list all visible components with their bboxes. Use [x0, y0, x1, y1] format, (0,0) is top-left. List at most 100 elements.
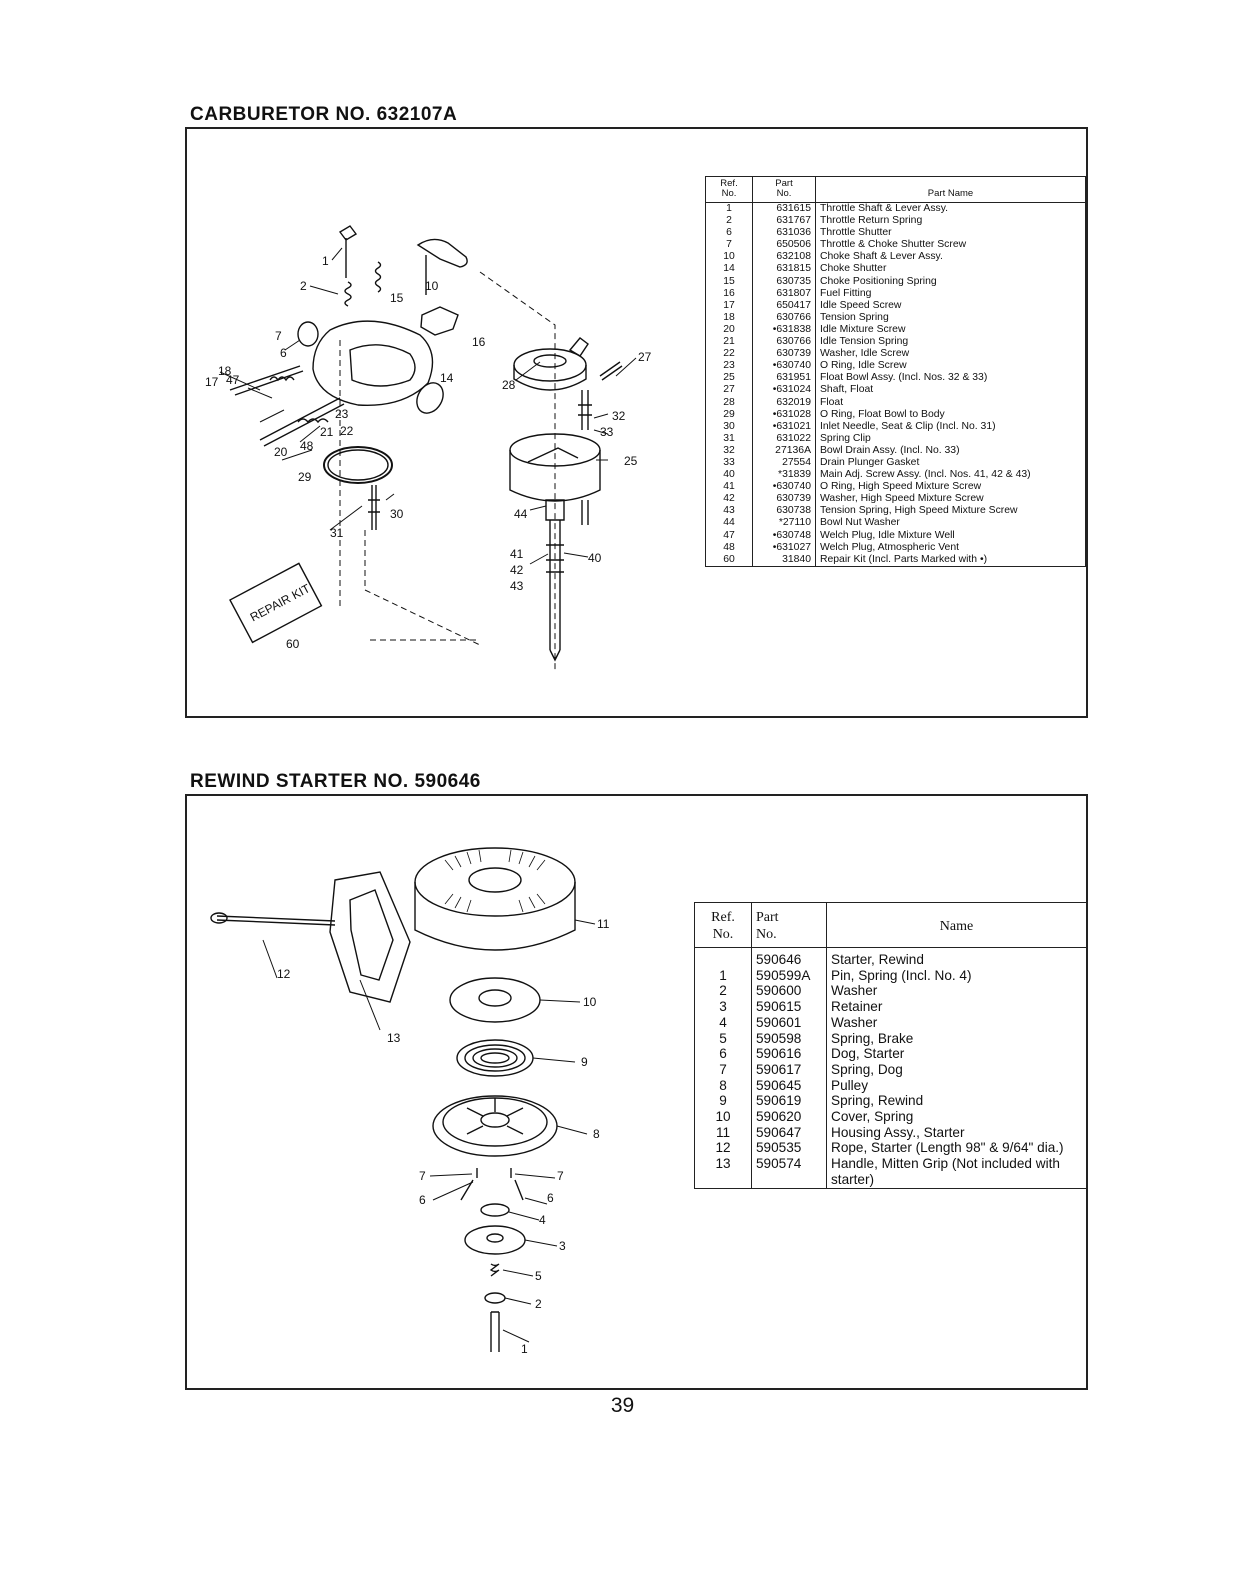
ref-cell: 2 [694, 983, 752, 1000]
callout: 48 [300, 439, 314, 453]
callout: 43 [510, 579, 524, 593]
starter-frame [185, 794, 1088, 1390]
part-name-cell: Pulley [831, 1077, 869, 1093]
ref-cell: 60 [705, 553, 753, 567]
ref-cell: 31 [705, 432, 753, 445]
callout: 5 [535, 1269, 542, 1283]
header-part: Part No. [752, 176, 816, 203]
callout: 25 [624, 454, 638, 468]
ref-cell: 9 [694, 1093, 752, 1110]
part-number-cell: 630766 [752, 311, 816, 324]
part-name-cell: Dog, Starter [831, 1046, 905, 1062]
ref-cell: 13 [694, 1156, 752, 1189]
callout: 10 [583, 995, 597, 1009]
part-name-cell: Housing Assy., Starter [831, 1124, 965, 1140]
callout: 2 [535, 1297, 542, 1311]
part-number-cell: 590647 [751, 1124, 827, 1141]
part-name-cell: Throttle & Choke Shutter Screw [820, 239, 967, 251]
part-name-cell: Spring, Dog [831, 1061, 903, 1077]
part-number-cell: 631615 [752, 202, 816, 216]
ref-cell: 29 [705, 408, 753, 421]
callout: 33 [600, 425, 614, 439]
part-name-cell: Washer, Idle Screw [820, 348, 910, 360]
ref-cell: 43 [705, 505, 753, 518]
part-name-cell: Throttle Return Spring [820, 215, 923, 227]
ref-cell: 1 [694, 967, 752, 984]
callout: 4 [539, 1213, 546, 1227]
ref-cell: 12 [694, 1140, 752, 1157]
table-row: 40*31839 Main Adj. Screw Assy. (Incl. Nos… [705, 469, 1086, 482]
callout: 6 [419, 1193, 426, 1207]
part-number-cell: 631815 [752, 263, 816, 276]
part-number-cell: 590535 [751, 1140, 827, 1157]
part-number-cell: *31839 [752, 469, 816, 482]
carburetor-frame [185, 127, 1088, 718]
ref-cell: 7 [705, 239, 753, 252]
part-number-cell: 650417 [752, 299, 816, 312]
ref-cell: 6 [694, 1046, 752, 1062]
part-number-cell: 631767 [752, 215, 816, 228]
part-name-cell: Tension Spring, High Speed Mixture Screw [820, 505, 1018, 517]
ref-cell: 8 [694, 1077, 752, 1094]
callout: 3 [559, 1239, 566, 1253]
callout: 47 [226, 373, 240, 387]
part-name-cell: Retainer [831, 999, 883, 1015]
part-name-cell: Main Adj. Screw Assy. (Incl. Nos. 41, 42… [820, 469, 1031, 481]
part-name-cell: Throttle Shutter [820, 227, 892, 239]
part-number-cell: 630739 [752, 348, 816, 361]
part-number-cell: 27136A [752, 444, 816, 457]
ref-cell: 4 [694, 1014, 752, 1031]
part-number-cell: *27110 [752, 517, 816, 530]
callout: 30 [390, 507, 404, 521]
part-name-cell: Handle, Mitten Grip (Not included with s… [826, 1156, 1086, 1189]
part-number-cell: 631807 [752, 287, 816, 300]
part-name-cell: Float [820, 396, 844, 408]
part-number-cell: 630739 [752, 493, 816, 506]
part-number-cell: 632108 [752, 251, 816, 264]
part-name-cell: O Ring, Idle Screw [820, 360, 907, 372]
ref-cell: 23 [705, 360, 753, 373]
part-name-cell: Welch Plug, Atmospheric Vent [820, 541, 959, 553]
part-number-cell: 630738 [752, 505, 816, 518]
ref-cell: 40 [705, 469, 753, 482]
ref-cell: 25 [705, 372, 753, 385]
part-name-cell: Washer [831, 983, 878, 999]
part-name-cell: Spring Clip [820, 432, 871, 444]
ref-cell [694, 947, 752, 968]
part-number-cell: •630740 [752, 481, 816, 494]
ref-cell: 20 [705, 323, 753, 337]
ref-cell: 28 [705, 396, 753, 409]
part-name-cell: Pin, Spring (Incl. No. 4) [831, 967, 972, 983]
callout: 20 [274, 445, 288, 459]
part-name-cell: Starter, Rewind [831, 952, 924, 967]
ref-cell: 22 [705, 348, 753, 361]
ref-cell: 18 [705, 311, 753, 324]
callout: 29 [298, 470, 312, 484]
callout: 7 [419, 1169, 426, 1183]
carburetor-diagram: REPAIR KIT 1 2 6 7 10 14 15 16 17 18 20 … [205, 225, 652, 670]
ref-cell: 41 [705, 481, 753, 494]
part-number-cell: 590600 [751, 983, 827, 1000]
callout: 18 [218, 364, 232, 378]
callout: 22 [340, 424, 354, 438]
part-name-cell: Choke Shaft & Lever Assy. [820, 251, 943, 263]
